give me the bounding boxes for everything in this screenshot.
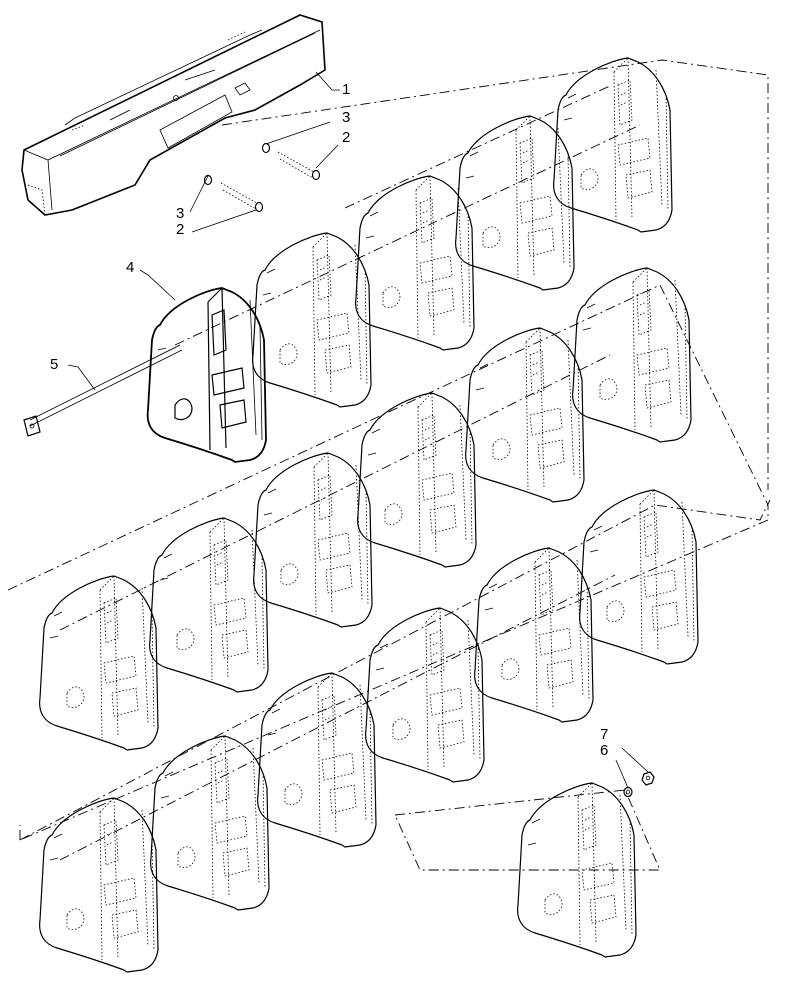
callout-5: 5: [50, 356, 58, 373]
tie-rod: [23, 344, 183, 437]
callout-6: 6: [600, 742, 608, 759]
washer: [623, 786, 633, 798]
callout-1: 1: [342, 81, 350, 98]
bolt-upper: [261, 142, 321, 181]
frame-bracket: [21, 14, 326, 216]
highlighted-weight: [146, 287, 267, 463]
weight-row-2: [39, 267, 692, 751]
callout-labels: 1 2 2 3 3 4 5 6 7: [50, 81, 608, 759]
weight-row-1: [252, 57, 673, 408]
callout-3-lower: 3: [176, 205, 184, 222]
callout-3-upper: 3: [342, 109, 350, 126]
callout-4: 4: [126, 259, 134, 276]
callout-7: 7: [600, 726, 608, 743]
group-outlines: [7, 59, 771, 871]
bolt-lower: [203, 174, 264, 213]
callout-2-lower: 2: [176, 221, 184, 238]
nut: [641, 771, 655, 786]
leader-lines: [67, 71, 649, 789]
callout-2-upper: 2: [342, 129, 350, 146]
